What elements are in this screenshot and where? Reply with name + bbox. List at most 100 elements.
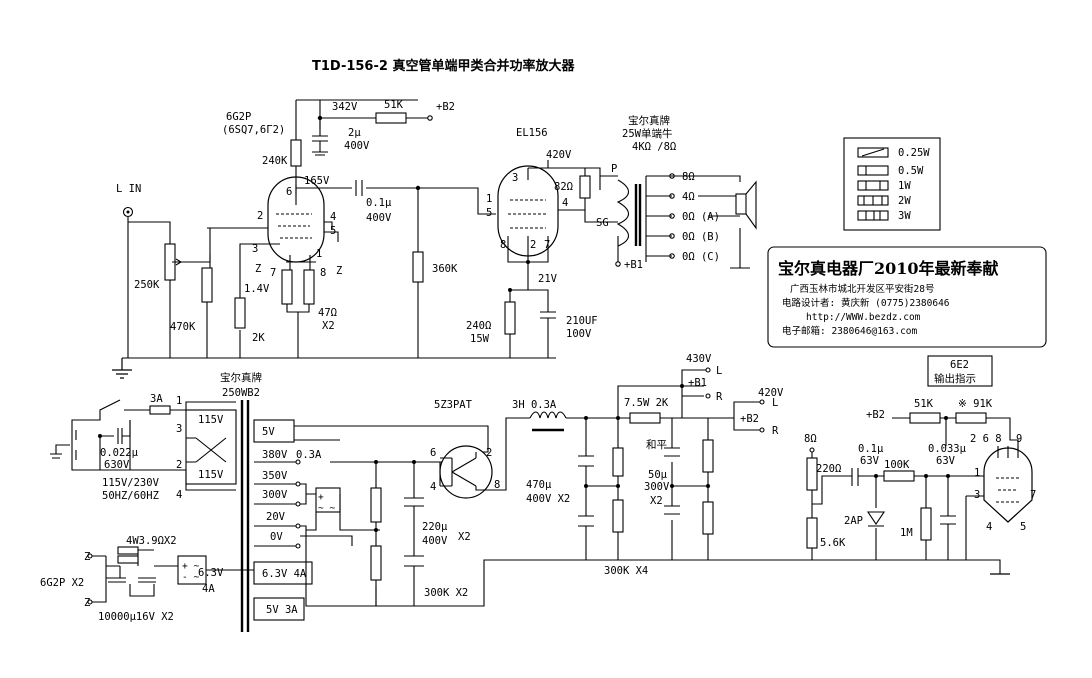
output-tube-icon (497, 165, 559, 257)
filter-cap-voltage: 400V X2 (526, 493, 570, 505)
heater-resistor-47-b (303, 269, 315, 305)
dropper-resistor-7.5w (629, 412, 661, 424)
c033-value: 0.033μ (928, 443, 967, 455)
cathode-r-value: 2K (252, 332, 265, 344)
heater-z-bottom: Z (84, 597, 90, 609)
sec-6.3v: 6.3V 4A (262, 568, 307, 580)
b1-l: L (716, 365, 722, 377)
indicator-resistor-100k (883, 470, 915, 482)
b-r-value: 51K (384, 99, 404, 111)
indicator-tube-name: 6E2 (950, 359, 969, 371)
output-b1: +B1 (624, 259, 643, 271)
sec-350v: 350V (262, 470, 288, 482)
company-info-box: 宝尔真电器厂2010年最新奉献 广西玉林市城北开发区平安街28号 电路设计者: … (767, 246, 1047, 348)
b2-l: L (772, 397, 778, 409)
indicator-resistor-1m (920, 507, 932, 541)
r51k-value: 51K (914, 398, 934, 410)
heater-r-count: X2 (322, 320, 335, 332)
pri-pin-1: 1 (176, 395, 182, 407)
coupling-cap-voltage: 400V (366, 212, 392, 224)
grid-r-value: 360K (432, 263, 458, 275)
sec-20v: 20V (266, 511, 286, 523)
ind-pin-3: 3 (974, 489, 980, 501)
r100k-value: 100K (884, 459, 910, 471)
pri-pin-3: 3 (176, 423, 182, 435)
sec-0v: 0V (270, 531, 283, 543)
svg-text:+ ~: + ~ (182, 561, 199, 572)
input-section: L IN 250K 470K (116, 183, 260, 358)
cathode-cap-voltage: 100V (566, 328, 592, 340)
output-stage: EL156 420V 3 1 4 5 8 2 7 82Ω P SG +B1 21… (466, 114, 757, 358)
ind-pin-5: 5 (1020, 521, 1026, 533)
preamp-stage: 6G2P (6SQ7,6Г2) 240K 342V 51K +B2 2μ 400… (222, 99, 496, 358)
b2-label: +B2 (436, 101, 455, 113)
bias-resistor-b (370, 545, 382, 581)
filter-resistor-d (702, 501, 714, 535)
heater-z-1: Z (255, 263, 261, 275)
tap-4ohm: 4Ω (682, 191, 695, 203)
el-pin-5: 5 (486, 207, 492, 219)
b1-label: +B1 (688, 377, 707, 389)
grid-resistor-360k (412, 251, 424, 283)
x-cap-voltage: 630V (104, 459, 130, 471)
preamp-plate-voltage: 165V (304, 175, 330, 187)
pin-4: 4 (330, 211, 336, 223)
pin-1: 1 (316, 248, 322, 260)
pt-model: 250WB2 (222, 387, 260, 399)
sec-5v-3a: 5V 3A (266, 604, 298, 616)
sec-380v: 380V (262, 449, 288, 461)
b2-label: +B2 (740, 413, 759, 425)
heater-resistor-a (117, 546, 139, 555)
pin-3: 3 (252, 243, 258, 255)
heater-resistor-47-a (281, 269, 293, 305)
power-supply: 宝尔真牌 250WB2 3A 0.022μ 630V 115V/230V 50H… (40, 353, 1010, 632)
el-pin-1: 1 (486, 193, 492, 205)
bias-bridge-rectifier (315, 487, 341, 513)
pin-8: 8 (320, 267, 326, 279)
bias-cap-value: 220μ (422, 521, 448, 533)
indicator-pin-9: 9 (1016, 433, 1022, 445)
indicator-resistor-51k (909, 412, 941, 424)
legend-1w: 1W (898, 180, 911, 192)
speaker-icon (735, 193, 747, 215)
divider-resistor-220 (806, 457, 818, 491)
cathode-r-out-watt: 15W (470, 333, 490, 345)
screen-resistor-82 (579, 175, 591, 199)
bias-r-value: 300K X2 (424, 587, 468, 599)
divider-resistor-5.6k (806, 517, 818, 549)
cathode-cap-value: 210UF (566, 315, 598, 327)
bias-cap-voltage: 400V (422, 535, 448, 547)
svg-text:- ~: - ~ (182, 572, 199, 583)
b-cap-voltage: 400V (344, 140, 370, 152)
screen-r-value: 82Ω (554, 181, 573, 193)
mains-voltage: 115V/230V (102, 477, 160, 489)
cathode-r-out-value: 240Ω (466, 320, 491, 332)
company-address: 广西玉林市城北开发区平安街28号 (790, 283, 934, 295)
heater-z-top: Z (84, 551, 90, 563)
tap-0-c: 0Ω (C) (682, 251, 720, 263)
grid-resistor-470k (201, 267, 213, 303)
b-resistor-51k (375, 112, 407, 124)
resistor-wattage-legend: 0.25W 0.5W 1W 2W 3W (843, 137, 941, 231)
pt-brand: 宝尔真牌 (220, 371, 262, 384)
ot-type: 25W单端牛 (622, 127, 672, 140)
sec-5v: 5V (262, 426, 275, 438)
ind-pin-7: 7 (1030, 489, 1036, 501)
indicator-input-8ohm: 8Ω (804, 433, 817, 445)
heater-z-2: Z (336, 265, 342, 277)
preamp-tube-icon (267, 176, 325, 263)
r1m-value: 1M (900, 527, 913, 539)
el-pin-3: 3 (512, 172, 518, 184)
output-tube-name: EL156 (516, 127, 548, 139)
rectifier-tube-name: 5Z3PAT (434, 399, 473, 411)
ind-pin-4: 4 (986, 521, 992, 533)
b1-r: R (716, 391, 723, 403)
ind-pin-1: 1 (974, 467, 980, 479)
b2-voltage: 420V (758, 387, 784, 399)
pri-pin-2: 2 (176, 459, 182, 471)
rect-pin-8: 8 (494, 479, 500, 491)
company-web: http://WWW.bezdz.com (806, 312, 921, 323)
plate-r-value: 240K (262, 155, 288, 167)
brand-heping: 和平 (646, 439, 667, 451)
sg-label: SG (596, 217, 609, 229)
